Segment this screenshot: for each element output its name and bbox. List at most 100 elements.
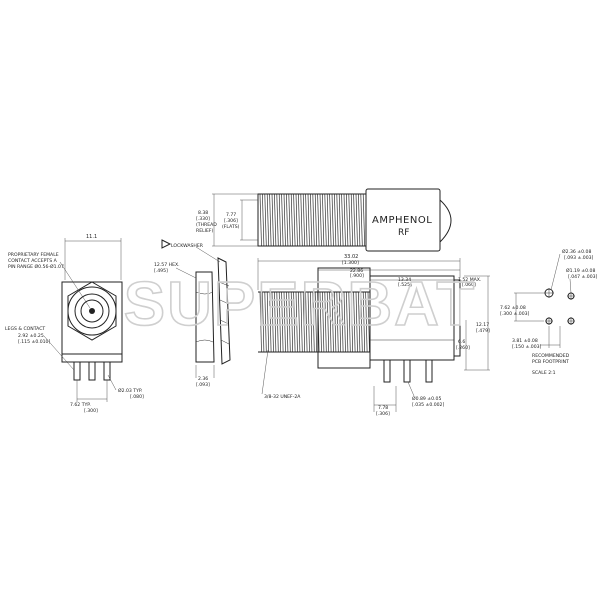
lockwasher-label: LOCKWASHER [171,243,204,249]
pcb-scale: SCALE 2:1 [532,370,556,376]
thread-line [266,193,270,247]
thread-line [281,193,284,247]
thread-line [324,291,327,353]
thread-line [343,193,346,247]
thread-line [300,291,303,353]
front-view-hex [67,281,117,341]
thread-line [302,291,306,353]
base-width-in: [.306] [376,411,390,417]
thread-line [322,291,325,353]
thread-line [343,291,346,353]
pcb-caption-2: PCB FOOTPRINT [532,359,569,365]
thread-line [283,291,286,353]
thread-line [362,291,366,353]
thread-spec: 3/8-32 UNEF-2A [264,394,301,400]
thread-line [262,291,265,353]
watermark: SUPERBAT [124,270,476,339]
thread-line [338,291,342,353]
top-view: AMPHENOL RF 8.38 [.330] (THREAD RELIEF) … [196,188,452,252]
thread-line [312,193,315,247]
dim-1-in: [.900] [350,273,364,279]
nut-thick-mm: 2.36 [198,376,208,382]
thread-line [350,291,354,353]
thread-line [348,193,351,247]
thread-line [360,291,363,353]
thread-line [271,193,274,247]
thread-line [360,193,363,247]
thread-line [329,291,332,353]
thread-line [262,193,265,247]
front-pitch-mm: 7.62 TYP. [70,402,91,408]
thread-line [274,193,277,247]
pcb-offset-in: [.150 ±.003] [512,344,542,350]
pin-range-label-2: CONTACT ACCEPTS A [8,258,58,264]
thread-line [367,291,370,353]
thread-line [336,291,339,353]
lockwasher-arrow [161,239,172,249]
thread-line [358,193,361,247]
thread-line [346,193,349,247]
relief-label-2: [.330] [196,216,210,222]
pcb-big-hole-in: [.093 ±.003] [564,255,594,261]
front-leg-dia-in: [.080] [130,394,144,400]
max-dim-mm: 1.52 MAX. [458,277,481,283]
thread-line [288,291,291,353]
thread-line [329,193,332,247]
relief-label-3: (THREAD [196,222,217,228]
side-view-thread [259,291,370,353]
thread-line [331,193,334,247]
flats-label-3: (FLATS) [222,224,240,230]
height-1-mm: 12.17 [476,322,489,328]
thread-line [307,291,310,353]
flats-label-2: [.306] [224,218,238,224]
pcb-big-hole-mm: Ø2.36 ±0.08 [562,248,591,255]
dim-2-in: [.525] [398,282,412,288]
thread-line [312,291,315,353]
thread-line [283,193,286,247]
thread-line [269,291,272,353]
hex-size-mm: 12.57 HEX. [154,262,180,268]
height-2-mm: 6.6 [458,339,465,345]
front-pitch-in: [.300] [84,408,98,414]
top-view-thread [259,193,366,247]
thread-line [276,291,279,353]
thread-line [346,291,349,353]
thread-line [266,291,270,353]
thread-line [362,193,366,247]
thread-line [341,193,344,247]
thread-line [358,291,361,353]
thread-line [276,193,279,247]
thread-line [326,193,330,247]
lockwasher [217,257,231,365]
thread-line [271,291,274,353]
relief-label-1: 8.38 [198,210,208,216]
thread-line [324,193,327,247]
front-view-contact [89,308,95,314]
front-view-shell [74,293,110,329]
thread-line [341,291,344,353]
brand-stamp-sub: RF [398,228,409,238]
thread-line [365,291,368,353]
pcb-pitch-in: [.300 ±.003] [500,311,530,317]
pin-dia-mm: Ø0.89 ±0.05 [412,395,441,402]
pin-dia-in: [.035 ±0.002] [412,402,444,408]
thread-line [350,193,354,247]
side-leg-2 [403,359,411,383]
side-leg-3 [425,359,433,383]
front-width-label: 11.1 [86,234,97,240]
thread-line [295,193,298,247]
front-leg-left [73,361,81,381]
thread-line [355,193,358,247]
thread-line [259,193,262,247]
thread-line [302,193,306,247]
front-leg-dia-mm: Ø2.03 TYP. [118,387,142,394]
overall-length-in: [1.300] [342,260,359,266]
nut-view: LOCKWASHER 12.57 HEX. [.495] 2.36 [.093] [154,239,231,388]
legs-contact-label-1: LEGS & CONTACT [5,326,45,332]
side-leg-1 [383,359,391,383]
pin-range-label-1: PROPRIETARY FEMALE [8,252,59,258]
thread-line [305,291,308,353]
front-view: 11.1 PROPRIETARY FEMALE CONTACT ACCEPTS … [5,234,144,414]
